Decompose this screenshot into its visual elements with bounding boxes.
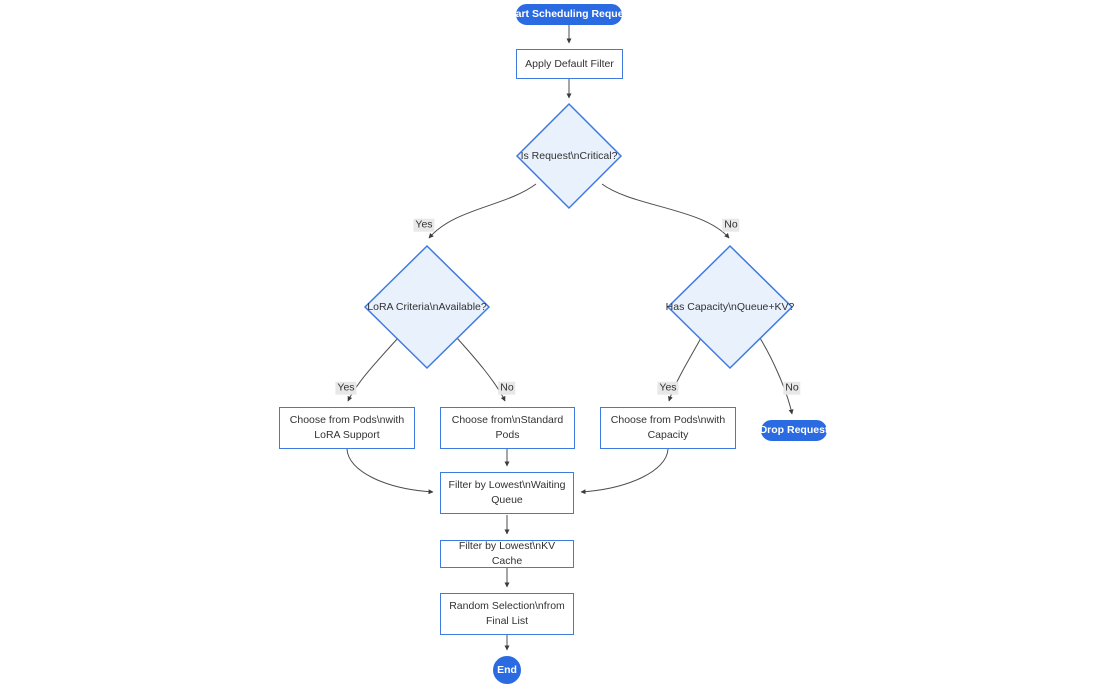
edge-lorapods-filter <box>346 448 434 495</box>
node-end: End <box>493 656 521 684</box>
node-filter-queue: Filter by Lowest\nWaiting Queue <box>440 472 574 514</box>
decision-has-capacity-shape <box>666 244 794 370</box>
node-drop-request: Drop Request <box>759 420 829 441</box>
edge-label-lora-no: No <box>498 381 516 395</box>
edge-label-critical-no: No <box>722 218 740 232</box>
node-start-label: Start Scheduling Request <box>505 8 633 21</box>
edge-label-capacity-yes: Yes <box>657 381 679 395</box>
node-filter-queue-label: Filter by Lowest\nWaiting Queue <box>448 479 566 506</box>
node-choose-standard-label: Choose from\nStandard Pods <box>451 414 564 441</box>
node-drop-request-label: Drop Request <box>759 424 829 437</box>
node-filter-kv: Filter by Lowest\nKV Cache <box>440 540 574 568</box>
node-apply-filter: Apply Default Filter <box>516 49 623 79</box>
node-choose-standard: Choose from\nStandard Pods <box>440 407 575 449</box>
node-choose-lora-label: Choose from Pods\nwith LoRA Support <box>289 414 405 441</box>
node-is-critical-label: Is Request\nCritical? <box>520 150 618 162</box>
node-filter-kv-label: Filter by Lowest\nKV Cache <box>458 540 556 567</box>
edge-label-critical-yes: Yes <box>413 218 435 232</box>
node-random-selection-label: Random Selection\nfrom Final List <box>449 600 565 627</box>
edge-lora-no <box>456 337 506 402</box>
node-apply-filter-label: Apply Default Filter <box>525 57 614 70</box>
node-random-selection: Random Selection\nfrom Final List <box>440 593 574 635</box>
node-lora-available-label: LoRA Criteria\nAvailable? <box>367 301 487 313</box>
edge-label-capacity-no: No <box>783 381 801 395</box>
node-has-capacity-label: Has Capacity\nQueue+KV? <box>665 301 795 313</box>
node-choose-capacity-label: Choose from Pods\nwith Capacity <box>610 414 726 441</box>
edge-critical-no <box>601 183 730 239</box>
decision-is-critical-shape <box>515 102 623 210</box>
edge-capacitypods-filter <box>580 448 669 495</box>
node-choose-lora: Choose from Pods\nwith LoRA Support <box>279 407 415 449</box>
node-end-label: End <box>497 663 517 676</box>
edge-capacity-yes <box>667 337 702 402</box>
node-start: Start Scheduling Request <box>505 4 633 25</box>
decision-lora-available-shape <box>363 244 491 370</box>
edge-critical-yes <box>428 183 537 239</box>
edge-lora-yes <box>347 337 399 402</box>
edge-label-lora-yes: Yes <box>335 381 357 395</box>
node-choose-capacity: Choose from Pods\nwith Capacity <box>600 407 736 449</box>
edge-capacity-no <box>759 337 794 415</box>
